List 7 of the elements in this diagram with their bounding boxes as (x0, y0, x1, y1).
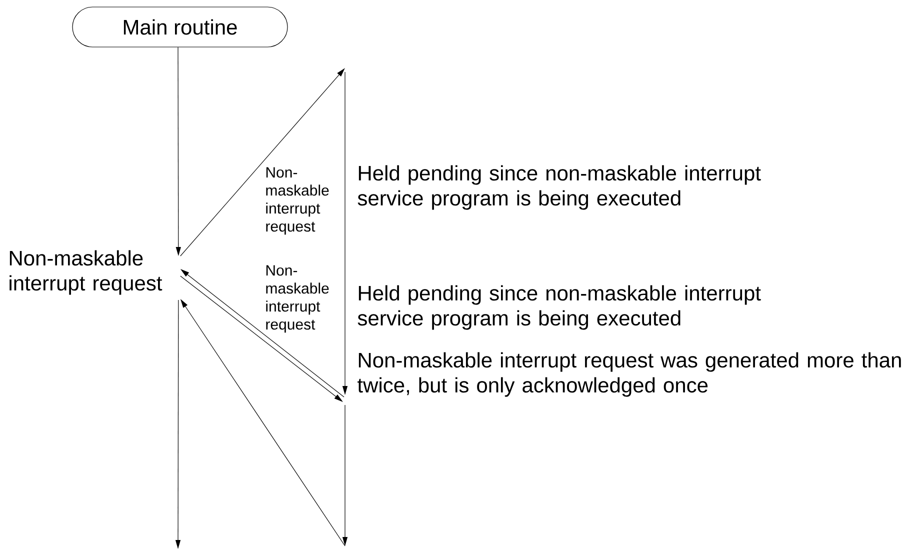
note-text: Held pending since non-maskable interrupt service program is being executed (358, 285, 761, 330)
note-text: Held pending since non-maskable interrupt service program is being executed (358, 165, 761, 210)
arrow-label: Non-maskable interrupt request (266, 265, 329, 333)
event-text: Non-maskable interrupt request (10, 250, 162, 295)
event-text: Non-maskable interrupt request was generated more than twice, but is only acknowledged once (358, 352, 901, 397)
terminal-box: Main routine (72, 6, 288, 48)
arrow-label: Non-maskable interrupt request (266, 167, 329, 235)
